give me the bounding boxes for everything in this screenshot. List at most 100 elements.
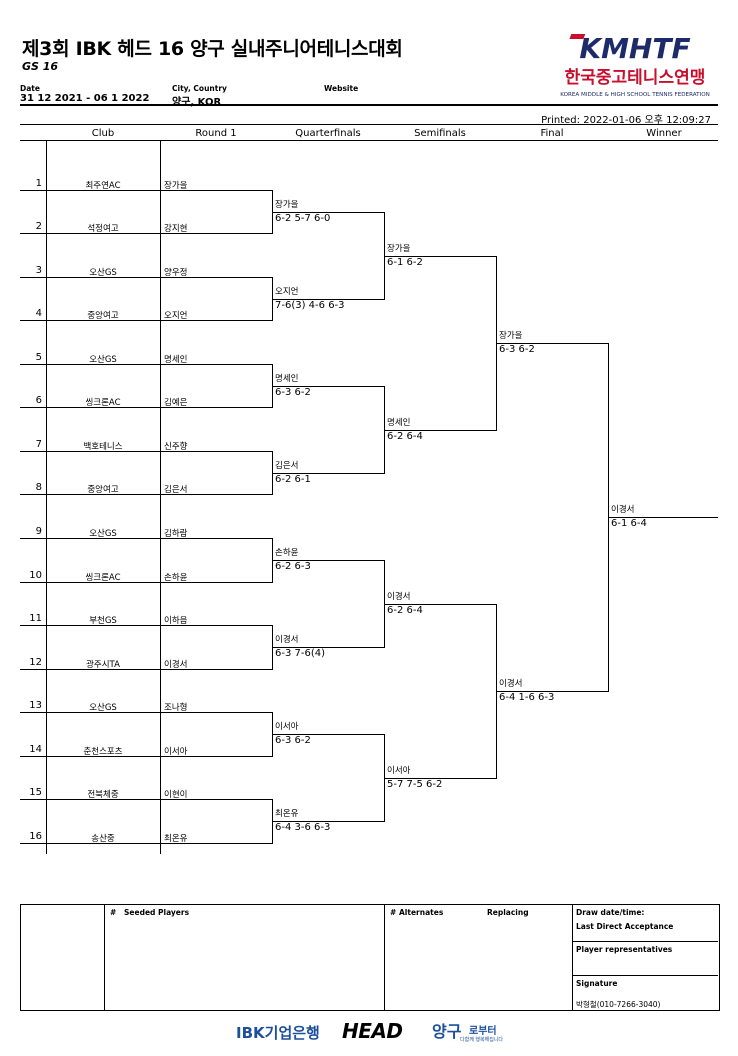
col-final: Final (540, 128, 564, 139)
footer-table (20, 904, 720, 1011)
signature-value: 박형철(010-7266-3040) (576, 1000, 661, 1009)
winner-score: 6-1 6-4 (611, 518, 647, 529)
seed-number: 7 (35, 439, 42, 450)
player-name: 명세인 (164, 355, 188, 365)
entry-line (20, 190, 272, 191)
player-club: 씽크론AC (85, 573, 121, 583)
entry-line (20, 277, 272, 278)
player-name: 김은서 (164, 485, 188, 495)
club-column-line (160, 140, 161, 854)
player-club: 중앙여고 (87, 485, 119, 495)
qf-name: 장가을 (275, 200, 299, 210)
winner-line (496, 343, 608, 344)
player-club: 씽크론AC (85, 398, 121, 408)
winner-line (272, 734, 384, 735)
printed-timestamp: Printed: 2022-01-06 오후 12:09:27 (541, 115, 711, 126)
sf-score: 5-7 7-5 6-2 (387, 779, 443, 790)
winner-line (272, 647, 384, 648)
yanggu-logo-suffix: 로부터 (469, 1026, 497, 1037)
sf-name: 장가을 (387, 244, 411, 254)
seed-number: 2 (35, 221, 42, 232)
tournament-title: 제3회 IBK 헤드 16 양구 실내주니어테니스대회 (22, 38, 403, 60)
seed-number: 6 (35, 395, 42, 406)
entry-line (20, 582, 272, 583)
yanggu-logo: 양구 (432, 1022, 462, 1041)
player-club: 춘천스포츠 (83, 747, 123, 757)
seed-number: 9 (35, 526, 42, 537)
seeded-players-label: Seeded Players (124, 908, 190, 917)
entry-line (20, 451, 272, 452)
seed-number: 5 (35, 352, 42, 363)
logo-subtitle: KOREA MIDDLE & HIGH SCHOOL TENNIS FEDERA… (560, 92, 710, 98)
winner-line (384, 604, 496, 605)
sf-score: 6-1 6-2 (387, 257, 423, 268)
col-quarterfinals: Quarterfinals (295, 128, 361, 139)
player-name: 최온유 (164, 834, 188, 844)
date-value: 31 12 2021 - 06 1 2022 (20, 93, 150, 104)
player-club: 부천GS (89, 616, 117, 626)
kmhtf-logo: KMHTF 한국중고테니스연맹 KOREA MIDDLE & HIGH SCHO… (560, 32, 710, 98)
winner-line (608, 517, 718, 518)
qf-score: 6-3 6-2 (275, 387, 311, 398)
player-club: 오산GS (89, 268, 117, 278)
player-name: 이현이 (164, 790, 188, 800)
seed-number: 15 (29, 787, 42, 798)
col-round1: Round 1 (195, 128, 237, 139)
alternates-label: Alternates (399, 908, 444, 917)
date-label: Date (20, 84, 40, 93)
sf-score: 6-2 6-4 (387, 605, 423, 616)
player-club: 석정여고 (87, 224, 119, 234)
draw-date-label: Draw date/time: (576, 908, 645, 917)
player-club: 백호테니스 (83, 442, 123, 452)
qf-name: 이경서 (275, 635, 299, 645)
header-divider (20, 104, 718, 106)
player-representatives-label: Player representatives (576, 945, 673, 954)
entry-line (20, 538, 272, 539)
player-name: 오지언 (164, 311, 188, 321)
entry-line (20, 843, 272, 844)
final-score: 6-4 1-6 6-3 (499, 692, 555, 703)
sf-name: 이서아 (387, 766, 411, 776)
qf-score: 6-3 7-6(4) (275, 648, 326, 659)
player-club: 송산중 (91, 834, 115, 844)
event-name: GS 16 (22, 60, 59, 73)
col-club: Club (91, 128, 115, 139)
seed-number: 1 (35, 178, 42, 189)
player-name: 이서아 (164, 747, 188, 757)
qf-name: 김은서 (275, 461, 299, 471)
sf-name: 이경서 (387, 592, 411, 602)
qf-score: 6-2 6-3 (275, 561, 311, 572)
player-name: 김예은 (164, 398, 188, 408)
col-winner: Winner (646, 128, 682, 139)
player-name: 장가을 (164, 181, 188, 191)
player-club: 전북체중 (87, 790, 119, 800)
qf-name: 이서아 (275, 722, 299, 732)
final-score: 6-3 6-2 (499, 344, 535, 355)
qf-name: 명세인 (275, 374, 299, 384)
seed-number: 16 (29, 831, 42, 842)
last-direct-acceptance-label: Last Direct Acceptance (576, 922, 674, 931)
player-name: 양우정 (164, 268, 188, 278)
yanggu-tagline: 다함께 행복해집니다 (460, 1037, 503, 1043)
seed-number: 11 (29, 613, 42, 624)
winner-line (272, 212, 384, 213)
entry-line (20, 712, 272, 713)
player-name: 이하음 (164, 616, 188, 626)
qf-name: 손하윤 (275, 548, 299, 558)
entry-line (20, 233, 272, 234)
winner-line (384, 778, 496, 779)
final-name: 이경서 (499, 679, 523, 689)
qf-score: 6-2 6-1 (275, 474, 311, 485)
qf-score: 6-4 3-6 6-3 (275, 822, 331, 833)
club-column-line (46, 140, 47, 854)
city-label: City, Country (172, 84, 227, 93)
qf-score: 6-3 6-2 (275, 735, 311, 746)
seed-number: 10 (29, 570, 42, 581)
col-semifinals: Semifinals (414, 128, 466, 139)
player-name: 조나형 (164, 703, 188, 713)
player-name: 손하윤 (164, 573, 188, 583)
entry-line (20, 669, 272, 670)
entry-line (20, 756, 272, 757)
seed-number: 3 (35, 265, 42, 276)
player-club: 오산GS (89, 703, 117, 713)
